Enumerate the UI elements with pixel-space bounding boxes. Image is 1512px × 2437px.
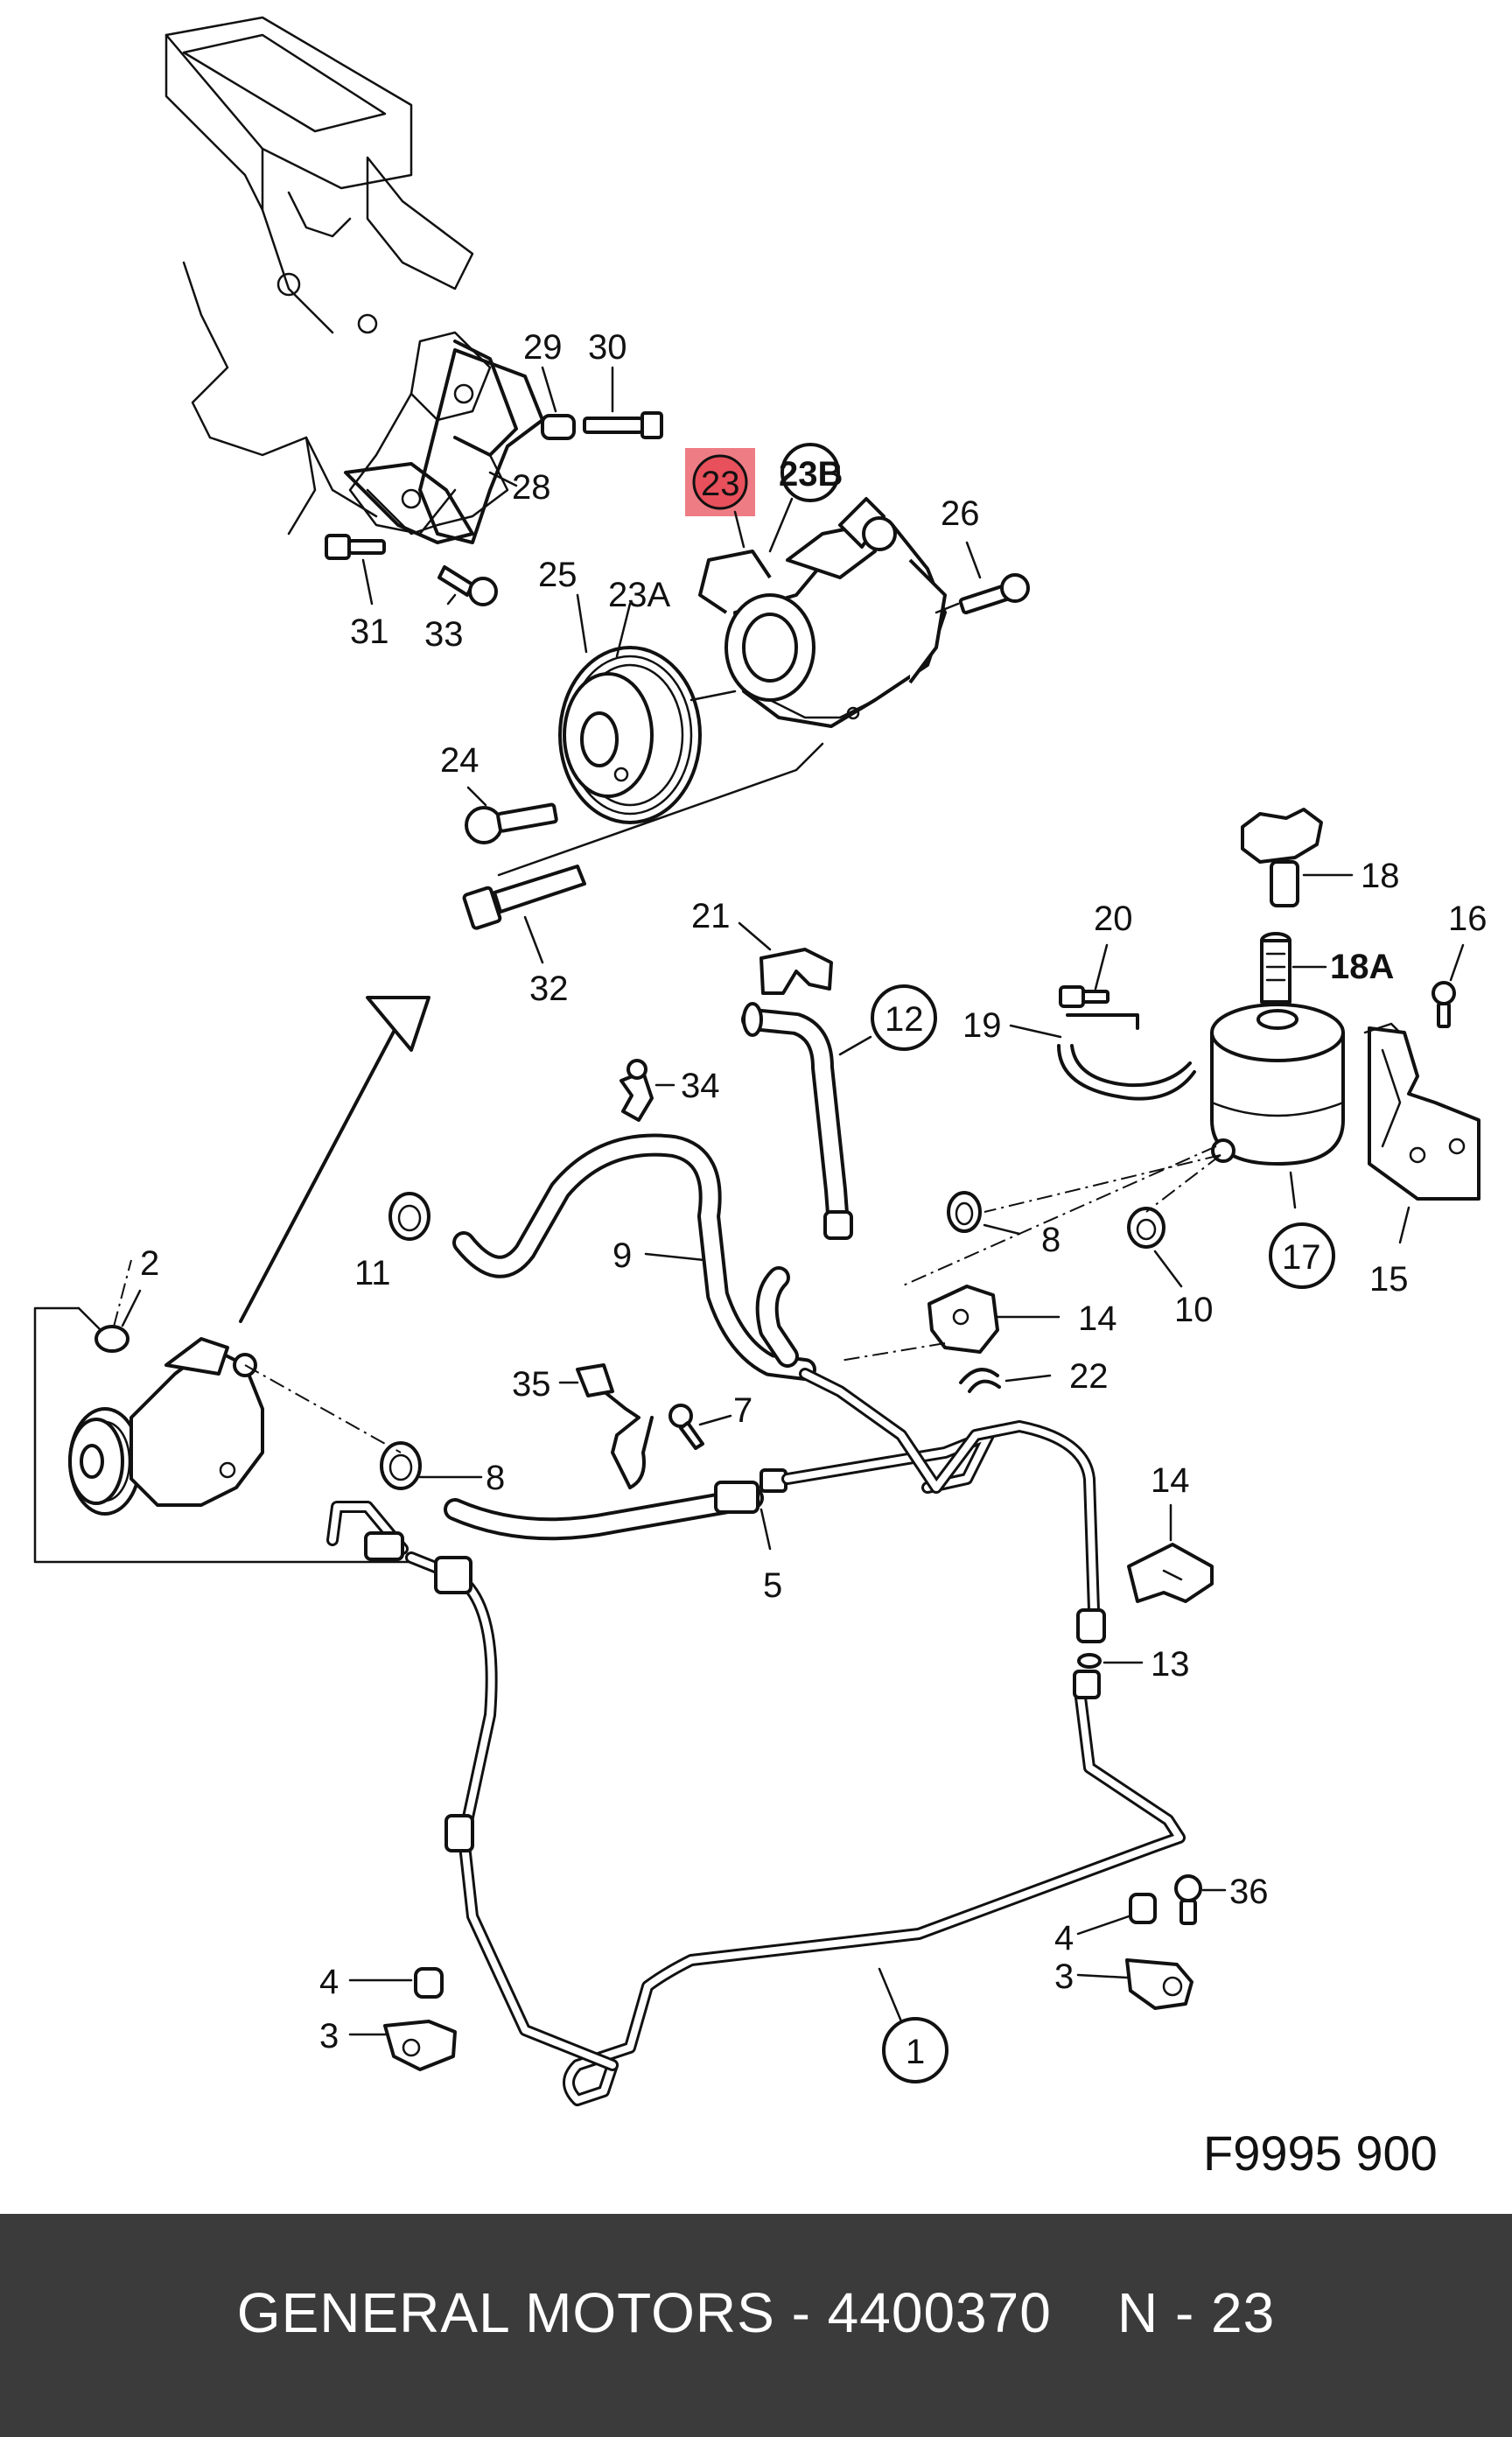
callout-23a: 23A [608,576,670,614]
bolt-31 [325,534,386,560]
callout-circle-17 [1269,1222,1335,1289]
pulley-25 [558,646,702,824]
o-ring-2 [94,1325,130,1353]
clip-22 [959,1368,1001,1393]
screw-36 [1174,1874,1202,1925]
callout-10: 10 [1174,1291,1214,1329]
clip-21 [760,948,833,995]
callout-19: 19 [962,1006,1002,1045]
pump-inset-drawing [33,1306,422,1564]
callout-3-left: 3 [319,2017,339,2055]
suction-hose-9 [452,1133,816,1381]
clip-34 [620,1059,654,1122]
callout-8-upper: 8 [1041,1221,1060,1259]
highlight-circle-23 [692,454,748,510]
callout-26: 26 [941,494,980,533]
callout-36: 36 [1229,1873,1269,1911]
filter-18a [1260,932,1292,1004]
grommet-4-right [1129,1893,1157,1924]
screw-16 [1432,981,1456,1028]
callout-2: 2 [140,1244,159,1283]
return-hose-12 [741,1002,853,1240]
clamp-11 [388,1192,430,1241]
parts-diagram: 28 29 30 31 33 23 23B [33,16,1488,2181]
reservoir-cap-18 [1241,808,1323,907]
clamp-8-upper [947,1191,982,1233]
clamp-3-right [1125,1958,1194,2010]
bracket-28 [418,348,544,544]
engine-block-drawing [164,16,518,544]
callout-15: 15 [1369,1260,1409,1299]
callout-29: 29 [523,328,563,367]
callout-12: 12 [885,1000,924,1039]
callout-9: 9 [612,1236,632,1275]
bolt-32 [462,865,586,930]
callout-circle-12 [871,984,937,1051]
bolt-24 [465,802,558,844]
callout-8-lower: 8 [486,1459,505,1497]
bolt-30 [583,411,663,439]
grommet-4-left [414,1967,444,1999]
callout-circle-1 [882,2017,948,2083]
power-steering-pump-23 [698,497,960,728]
figure-code: F9995 900 [1203,2125,1438,2181]
callout-4-right: 4 [1054,1919,1074,1957]
reservoir-17 [1210,1003,1345,1166]
callout-18a: 18A [1330,948,1394,986]
callout-30: 30 [588,328,627,367]
clamp-8-lower [380,1441,422,1490]
callout-28: 28 [512,468,551,507]
callout-16: 16 [1448,900,1488,938]
callout-circle-23b [780,443,840,502]
callout-34: 34 [681,1067,720,1105]
footer-bar: GENERAL MOTORS - 4400370 N - 23 [0,2214,1512,2437]
callout-3-right: 3 [1054,1957,1074,1996]
callout-5: 5 [763,1566,782,1605]
diagram-svg: 28 29 30 31 33 23 23B [33,16,1488,2181]
clip-14-upper [928,1285,999,1354]
bolt-7 [668,1404,704,1450]
callout-13: 13 [1151,1645,1190,1684]
callout-21: 21 [691,897,731,935]
steering-pipe-1 [326,1368,1186,2106]
callout-11: 11 [354,1254,391,1292]
callout-23b: 23B [779,455,843,494]
callout-17: 17 [1282,1238,1321,1277]
bolt-33 [438,565,498,606]
clip-14-lower [1127,1543,1214,1603]
callout-32: 32 [529,970,569,1008]
callout-14-upper: 14 [1078,1299,1117,1338]
callout-14-lower: 14 [1151,1461,1190,1500]
callout-33: 33 [424,615,464,654]
callout-7: 7 [733,1391,752,1430]
clip-35 [576,1363,654,1489]
callout-22: 22 [1069,1357,1109,1396]
callout-4-left: 4 [319,1963,339,2001]
fitting-13 [1073,1608,1106,1699]
sleeve-29 [541,414,576,440]
clamp-band-19 [1057,1013,1196,1101]
footer-part-number: GENERAL MOTORS - 4400370 N - 23 [236,2280,1276,2344]
screw-20 [1059,985,1110,1008]
bolt-26 [958,573,1030,615]
callout-31: 31 [350,613,389,651]
callout-18: 18 [1361,857,1400,895]
clamp-3-left [383,2020,457,2071]
callout-25: 25 [538,556,578,594]
clamp-10 [1127,1207,1166,1249]
callout-24: 24 [440,741,480,780]
callout-23: 23 [701,465,740,503]
callout-1: 1 [906,2033,925,2071]
exploded-view-arrow [239,996,430,1323]
leader-lines [113,1145,1222,1453]
bracket-15 [1363,1022,1480,1201]
callout-35: 35 [512,1365,551,1404]
callout-20: 20 [1094,900,1133,938]
